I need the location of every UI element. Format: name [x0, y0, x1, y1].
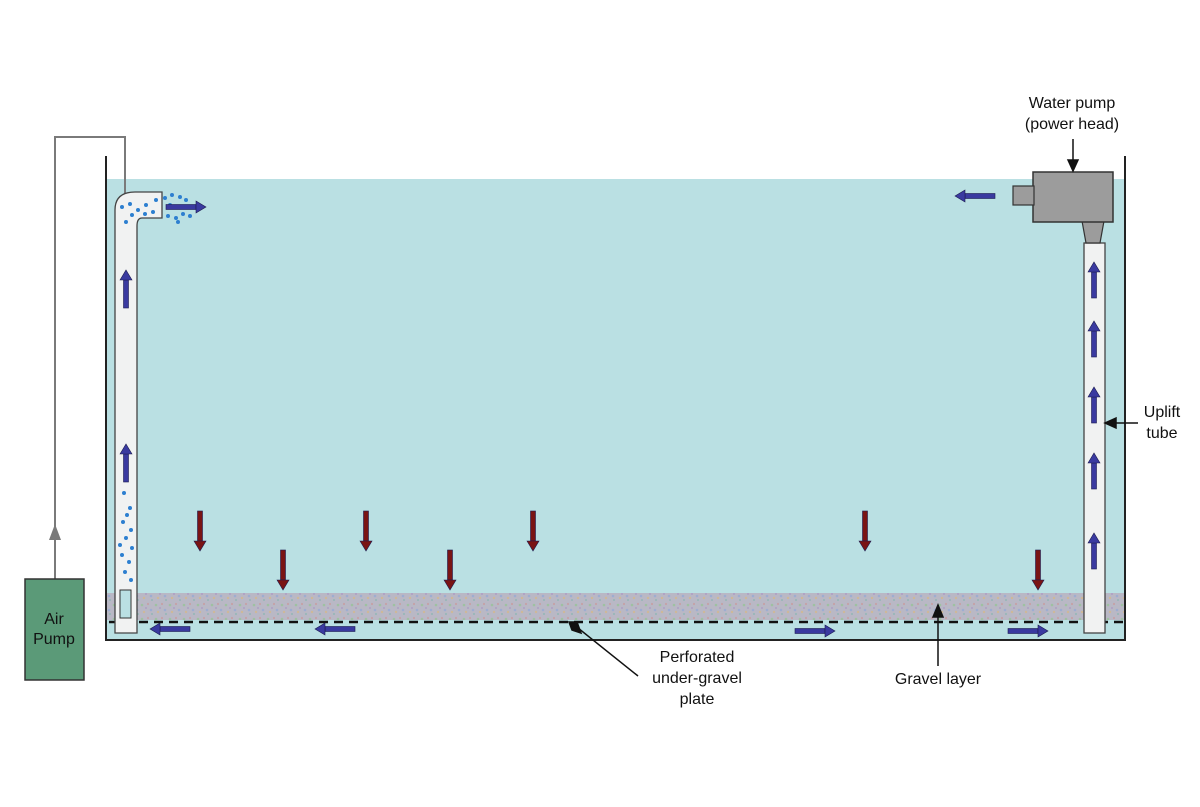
arrow-icon-under-left-2 [314, 622, 356, 636]
plate-label-line3: plate [680, 691, 715, 708]
bubble-group-tube [118, 198, 158, 582]
arrow-icon-airlift-up-1 [119, 269, 133, 309]
arrow-icon-down-6 [858, 510, 872, 552]
arrow-icon-uplift-up-4 [1087, 452, 1101, 490]
tank-water [107, 179, 1125, 640]
power-head-nozzle [1012, 185, 1035, 206]
air-pump-label-line1: Air [44, 611, 64, 628]
arrow-icon-down-1 [193, 510, 207, 552]
gravel-layer [107, 593, 1125, 620]
uplift-tube-label-line2: tube [1146, 425, 1177, 442]
arrow-icon-under-left-1 [149, 622, 191, 636]
bubble-group-outlet [163, 193, 192, 224]
water-pump-label-line1: Water pump [1029, 95, 1116, 112]
air-pump [24, 578, 85, 681]
arrow-icon-outlet-right [165, 200, 207, 214]
arrow-icon-uplift-up-3 [1087, 386, 1101, 424]
power-head-inlet [1081, 220, 1105, 244]
uplift-tube-label-line1: Uplift [1144, 404, 1181, 421]
arrow-icon-down-5 [526, 510, 540, 552]
arrow-icon-under-right-1 [794, 624, 836, 638]
air-stone-icon [119, 589, 132, 619]
arrow-icon-uplift-up-2 [1087, 320, 1101, 358]
tank-wall [105, 156, 1126, 641]
callouts [567, 139, 1138, 677]
arrow-icon-airlift-up-2 [119, 443, 133, 483]
water-flow-arrows [119, 189, 1101, 638]
arrow-icon-under-right-2 [1007, 624, 1049, 638]
plate-label-line2: under-gravel [652, 670, 742, 687]
air-line-arrow-icon [49, 524, 61, 540]
arrow-icon-uplift-up-1 [1087, 261, 1101, 299]
arrow-icon-down-7 [1031, 549, 1045, 591]
arrow-icon-down-3 [359, 510, 373, 552]
power-head-body [1032, 171, 1114, 223]
arrow-icon-down-4 [443, 549, 457, 591]
downflow-arrows [193, 510, 1045, 591]
plate-label-line1: Perforated [660, 649, 735, 666]
arrow-icon-uplift-up-5 [1087, 532, 1101, 570]
water-pump-label-line2: (power head) [1025, 116, 1119, 133]
uplift-tube [1083, 242, 1106, 634]
air-pump-label-line2: Pump [33, 631, 75, 648]
gravel-layer-label: Gravel layer [895, 671, 982, 688]
arrow-icon-down-2 [276, 549, 290, 591]
arrow-icon-powerhead-left [954, 189, 996, 203]
